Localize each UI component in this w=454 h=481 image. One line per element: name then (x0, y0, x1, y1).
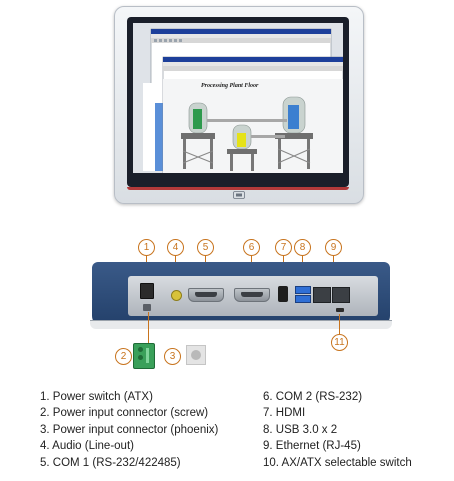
audio-line-out-port (171, 290, 182, 301)
legend-right: 6. COM 2 (RS-232) 7. HDMI 8. USB 3.0 x 2… (263, 389, 412, 471)
tank-1-graphic (181, 102, 215, 169)
leader-line-2 (148, 312, 149, 348)
power-input-screw-port (143, 304, 151, 311)
ethernet-port-1 (313, 287, 331, 303)
legend-item-5: 5. COM 1 (RS-232/422485) (40, 456, 181, 469)
panel-pc-front: Processing Plant Floor (114, 6, 364, 204)
legend-item-1: 1. Power switch (ATX) (40, 391, 153, 403)
com2-port (234, 288, 270, 302)
callout-7: 7 (275, 239, 292, 256)
panel-accent-strip (127, 187, 349, 190)
display-screen: Processing Plant Floor (133, 23, 343, 173)
screen-app-title: Processing Plant Floor (201, 83, 259, 89)
hdmi-port (278, 286, 288, 302)
usb3-port-1 (295, 286, 311, 294)
at-atx-switch (336, 308, 344, 312)
phoenix-connector-illustration (133, 343, 155, 369)
callout-2: 2 (115, 348, 132, 365)
callout-5: 5 (197, 239, 214, 256)
callout-11: 11 (331, 334, 348, 351)
legend-item-6: 6. COM 2 (RS-232) (263, 391, 363, 403)
callout-6: 6 (243, 239, 260, 256)
chassis-base (90, 320, 392, 329)
callout-3: 3 (164, 348, 181, 365)
usb3-port-2 (295, 295, 311, 303)
legend-item-7: 7. HDMI (263, 407, 306, 420)
legend-item-10: 10. AX/ATX selectable switch (263, 456, 412, 469)
screw-connector-illustration (186, 345, 206, 365)
callout-8: 8 (294, 239, 311, 256)
screen-contents (143, 28, 343, 173)
callout-1: 1 (138, 239, 155, 256)
com1-port (188, 288, 224, 302)
legend-item-8: 8. USB 3.0 x 2 (263, 423, 338, 436)
legend-item-2: 2. Power input connector (screw) (40, 407, 209, 420)
tank-3-graphic (275, 96, 313, 169)
legend-item-3: 3. Power input connector (phoenix) (40, 423, 219, 436)
legend-item-4: 4. Audio (Line-out) (40, 440, 134, 453)
callout-4: 4 (167, 239, 184, 256)
tank-2-graphic (227, 124, 257, 171)
callout-9: 9 (325, 239, 342, 256)
power-switch-port (140, 283, 154, 299)
brand-logo-mark (233, 191, 245, 199)
legend-item-9: 9. Ethernet (RJ-45) (263, 440, 361, 453)
display-bezel: Processing Plant Floor (127, 17, 349, 187)
leader-line-11 (339, 314, 340, 334)
legend-left: 1. Power switch (ATX) 2. Power input con… (40, 389, 218, 471)
ethernet-port-2 (332, 287, 350, 303)
